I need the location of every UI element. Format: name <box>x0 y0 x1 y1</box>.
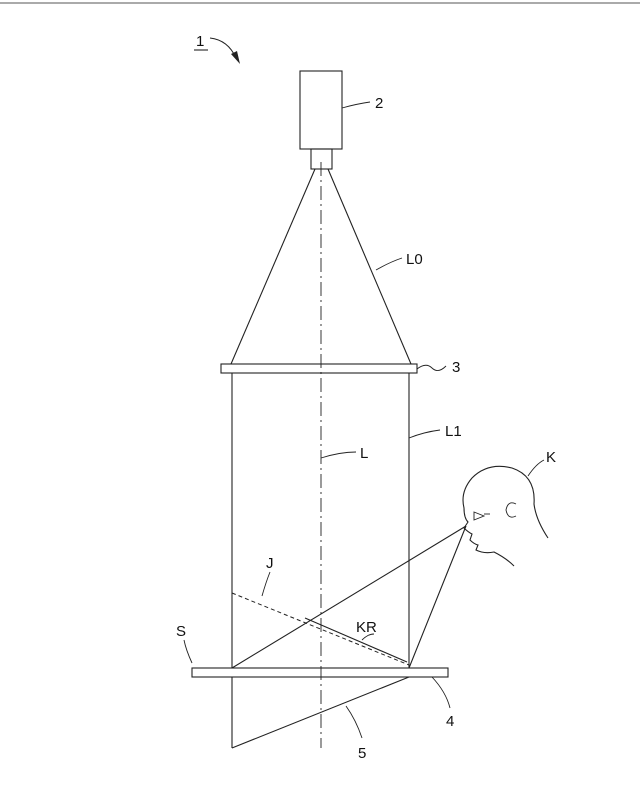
camera-lens <box>311 149 332 169</box>
diffuser-plate <box>221 364 417 373</box>
mirror-leader <box>346 706 362 738</box>
inspection-plate <box>192 668 448 677</box>
label-viewer-K: K <box>546 449 556 466</box>
ref-arrowhead <box>231 51 240 64</box>
label-surface-S: S <box>176 623 186 640</box>
line-J-leader <box>262 572 270 596</box>
head-outline <box>463 466 548 566</box>
light-L0-leader <box>376 258 402 270</box>
light-cone-left <box>231 169 315 364</box>
line-J <box>232 593 409 665</box>
label-axis-L: L <box>360 445 368 462</box>
viewer-head <box>463 466 548 566</box>
sight-line-lower <box>409 526 466 668</box>
surface-S-leader <box>184 640 192 663</box>
label-camera: 2 <box>375 95 383 112</box>
plate-leader <box>432 677 450 708</box>
camera-body <box>300 71 342 149</box>
label-plate: 4 <box>446 713 454 730</box>
viewer-K-leader <box>528 460 544 476</box>
label-diffuser: 3 <box>452 359 460 376</box>
axis-L-leader <box>321 452 356 458</box>
label-light-L1: L1 <box>445 423 462 440</box>
light-L1-leader <box>409 430 440 438</box>
mirror-surface <box>232 677 409 748</box>
sight-line-upper <box>232 526 466 668</box>
ear <box>506 503 516 517</box>
label-light-L0: L0 <box>406 251 423 268</box>
light-cone-right <box>328 169 411 364</box>
label-reflection-KR: KR <box>356 619 377 636</box>
camera-leader <box>342 102 370 108</box>
label-mirror: 5 <box>358 745 366 762</box>
ref-numeral-1: 1 <box>196 33 204 50</box>
eye-icon <box>474 512 484 520</box>
diffuser-leader <box>417 365 446 370</box>
label-line-J: J <box>266 555 274 572</box>
